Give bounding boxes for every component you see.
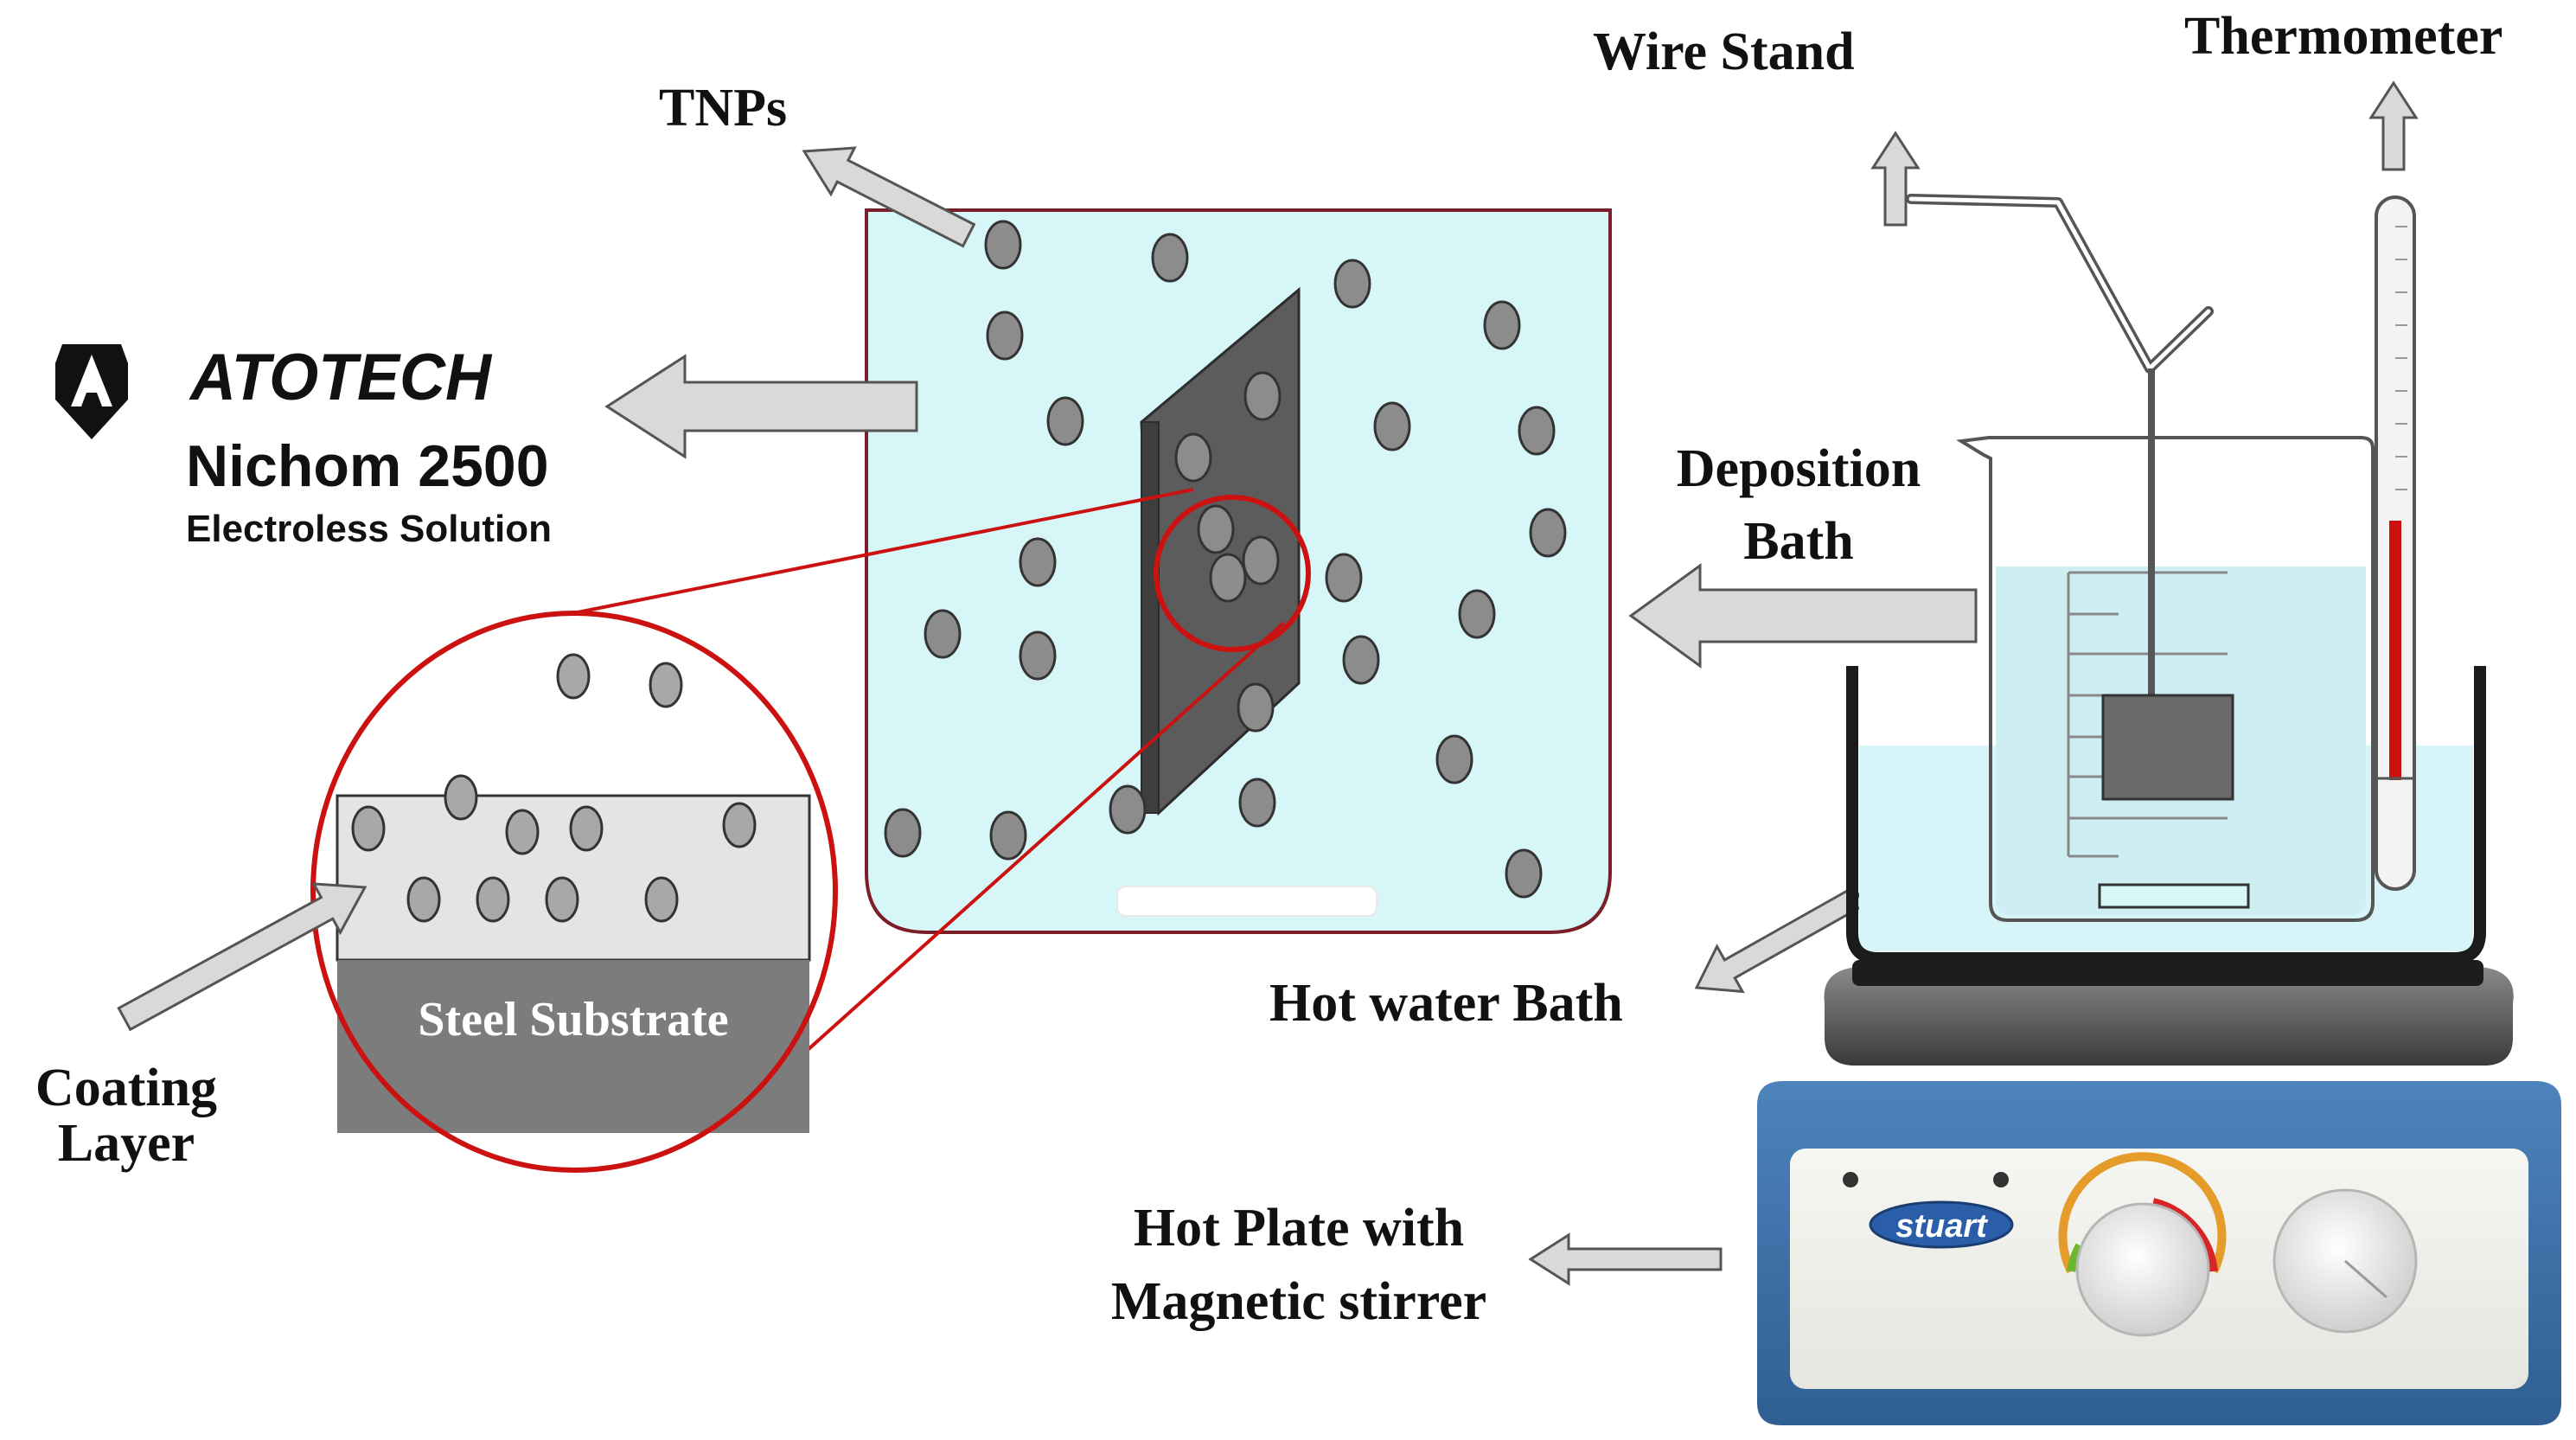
- hot-plate-label-line2: Magnetic stirrer: [1111, 1272, 1486, 1331]
- arrows-group: [117, 80, 2419, 1286]
- magnifier-circle-small: [1154, 495, 1311, 652]
- nanoparticle: [1373, 401, 1411, 451]
- stir-control-knob[interactable]: [2272, 1188, 2418, 1334]
- thermometer: [2375, 195, 2416, 891]
- inset-nanoparticle: [569, 805, 604, 852]
- nanoparticle: [984, 220, 1022, 270]
- nanoparticle: [1333, 259, 1371, 309]
- nanoparticle: [1435, 734, 1473, 784]
- coating-label-line1: Coating: [35, 1059, 217, 1117]
- nanoparticle: [1325, 553, 1363, 603]
- beaker-stir-bar: [2098, 883, 2250, 909]
- inset-nanoparticle: [545, 876, 579, 923]
- inset-nanoparticle: [351, 805, 386, 852]
- wire-stand-frame-inner: [1908, 196, 2211, 371]
- nanoparticle: [1197, 504, 1235, 554]
- inset-nanoparticle: [556, 653, 591, 700]
- stuart-logo: [1869, 1200, 2014, 1249]
- thermometer-scale: [2395, 226, 2407, 490]
- inset-nanoparticle: [476, 876, 510, 923]
- heat-indicator-icon: [1993, 1172, 2009, 1187]
- stir-knob-pointer: [2344, 1259, 2387, 1299]
- deposition-label-line2: Bath: [1743, 512, 1853, 571]
- atotech-branding: ATOTECH Nichom 2500 Electroless Solution: [55, 341, 552, 550]
- nanoparticle: [1505, 848, 1543, 899]
- inset-nanoparticle: [722, 802, 757, 848]
- hot-plate-top: [1824, 967, 2514, 1066]
- wire-stand-arrow: [1870, 131, 1921, 227]
- heat-scale-arc-green: [2067, 1243, 2084, 1272]
- zoom-inset: Steel Substrate: [310, 611, 838, 1173]
- tnps-arrow: [802, 146, 976, 248]
- nanoparticle: [1237, 682, 1275, 733]
- nanoparticle: [1109, 784, 1147, 835]
- deposition-arrow: [1628, 563, 1978, 669]
- steel-substrate: [337, 960, 809, 1133]
- atotech-subtitle: Electroless Solution: [186, 508, 552, 550]
- steel-substrate-label: Steel Substrate: [418, 993, 728, 1046]
- inset-nanoparticle: [406, 876, 441, 923]
- nanoparticle: [1242, 535, 1280, 586]
- zoom-line-lower: [764, 621, 1286, 1089]
- suspended-substrate: [2101, 694, 2234, 801]
- nanoparticle: [924, 609, 962, 659]
- inset-nanoparticle: [644, 876, 679, 923]
- nanoparticle: [1238, 778, 1276, 828]
- deposition-label-line1: Deposition: [1677, 439, 1921, 498]
- heat-scale-arc: [2058, 1152, 2227, 1274]
- nanoparticles-group: [884, 220, 1567, 899]
- nanoparticle: [1174, 432, 1212, 483]
- power-indicator-icon: [1843, 1172, 1858, 1187]
- thermometer-liquid: [2389, 521, 2401, 780]
- magnifier-circle-large: [310, 611, 838, 1173]
- nanoparticle: [1046, 396, 1084, 446]
- atotech-arrow: [604, 354, 918, 459]
- coating-label-line2: Layer: [58, 1114, 195, 1173]
- atotech-brand-name: ATOTECH: [189, 341, 493, 414]
- hot-water-bath-arrow: [1694, 885, 1866, 994]
- nanoparticle: [1151, 233, 1189, 283]
- nanoparticle: [986, 310, 1024, 361]
- inset-particles-group: [351, 653, 757, 923]
- nanoparticle: [989, 810, 1027, 861]
- tnps-label: TNPs: [659, 79, 787, 138]
- wire-stand-frame: [1906, 194, 2214, 374]
- nanoparticle: [1209, 553, 1247, 603]
- stir-bar: [1116, 886, 1377, 917]
- hot-water-bath-wall: [1846, 666, 2486, 964]
- hot-plate-label-line1: Hot Plate with: [1134, 1199, 1464, 1258]
- thermometer-arrow: [2368, 80, 2419, 171]
- inset-nanoparticle: [649, 662, 683, 708]
- hot-plate-brand: stuart: [1895, 1208, 1988, 1245]
- magnifier: [568, 488, 1311, 1089]
- inset-nanoparticle: [505, 809, 540, 855]
- zoom-line-upper: [568, 488, 1194, 616]
- nanoparticle: [1518, 406, 1556, 456]
- nanoparticle: [884, 808, 922, 858]
- plate-side-face: [1141, 421, 1160, 814]
- heat-control-knob[interactable]: [2058, 1152, 2227, 1337]
- coating-arrow: [117, 882, 368, 1032]
- atotech-product-name: Nichom 2500: [186, 433, 549, 499]
- nanoparticle: [1529, 508, 1567, 558]
- nanoparticle: [1243, 371, 1282, 421]
- wire-stand: [1906, 194, 2234, 801]
- hot-water-bath-label: Hot water Bath: [1269, 974, 1623, 1033]
- nanoparticle: [1483, 300, 1521, 350]
- thermometer-label: Thermometer: [2184, 7, 2502, 66]
- deposition-beaker: [1956, 436, 2375, 922]
- inset-nanoparticle: [444, 774, 478, 821]
- nanoparticle: [1342, 635, 1380, 685]
- nanoparticle: [1019, 630, 1057, 681]
- nanoparticle: [1458, 589, 1496, 639]
- heat-knob-icon[interactable]: [2075, 1202, 2210, 1337]
- hot-plate-arrow: [1528, 1232, 1723, 1286]
- nanoparticle: [1019, 537, 1057, 587]
- wire-stand-label: Wire Stand: [1593, 22, 1855, 81]
- hot-plate: stuart: [1757, 960, 2561, 1425]
- atotech-logo-inner: [71, 355, 112, 406]
- hot-plate-plate: [1852, 960, 2483, 986]
- beaker-outline: [1956, 436, 2375, 922]
